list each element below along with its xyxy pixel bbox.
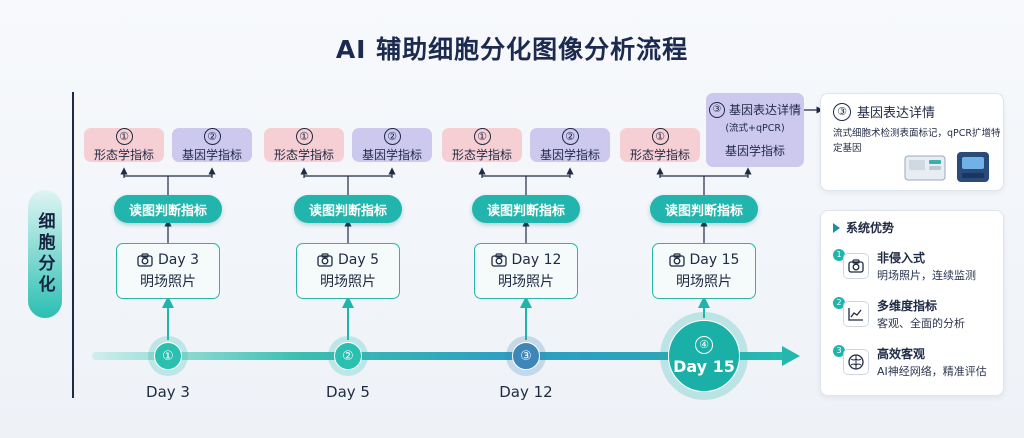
photo-card-3[interactable]: Day 12 明场照片 [474, 243, 578, 299]
timeline-node-2[interactable]: ② [328, 336, 368, 376]
day-label-2: Day 5 [326, 383, 370, 401]
gene-detail-panel: ③ 基因表达详情 流式细胞术检测表面标记，qPCR扩增特定基因 [820, 93, 1004, 191]
timeline-arrow-icon [782, 346, 800, 366]
photo-card-2[interactable]: Day 5 明场照片 [296, 243, 400, 299]
day-label-1: Day 3 [146, 383, 190, 401]
camera-icon [668, 252, 685, 267]
read-button-1[interactable]: 读图判断指标 [114, 195, 222, 223]
advantage-item-1: 1 非侵入式 明场照片，连续监测 [833, 249, 1001, 293]
gene-indicator-3: ② 基因学指标 [530, 127, 610, 162]
advantage-item-2: 2 多维度指标 客观、全面的分析 [833, 297, 1001, 341]
page-title: AI 辅助细胞分化图像分析流程 [335, 35, 689, 64]
side-label: 细胞分化 [28, 190, 62, 318]
morph-indicator-2: ① 形态学指标 [264, 127, 344, 162]
gene-detail-num: ③ [708, 101, 725, 118]
camera-icon [317, 252, 333, 267]
read-button-4[interactable]: 读图判断指标 [650, 195, 758, 223]
gene-indicator-1: ② 基因学指标 [172, 127, 252, 162]
advantages-header: 系统优势 [846, 221, 895, 235]
axis-line [72, 92, 74, 398]
gene-panel-title: 基因表达详情 [857, 106, 936, 121]
timeline-bar [92, 352, 786, 360]
gene-detail-title: 基因表达详情 [728, 103, 801, 117]
side-label-text: 细胞分化 [34, 212, 55, 296]
photo-card-4[interactable]: Day 15 明场照片 [652, 243, 756, 299]
camera-icon [843, 253, 869, 279]
timeline-node-3[interactable]: ③ [506, 336, 546, 376]
gene-panel-desc: 流式细胞术检测表面标记，qPCR扩增特定基因 [833, 128, 1001, 154]
gene-detail-chip: ③ 基因表达详情 (流式+qPCR) 基因学指标 [706, 93, 804, 167]
read-button-2[interactable]: 读图判断指标 [294, 195, 402, 223]
caret-right-icon [833, 222, 840, 233]
qpcr-machine-icon [957, 152, 989, 182]
advantages-panel: 系统优势 1 非侵入式 明场照片，连续监测 2 多维度指标 客观、全面的分析 3… [820, 210, 1004, 396]
gene-detail-sub: (流式+qPCR) [725, 123, 785, 134]
camera-icon [137, 252, 153, 267]
morph-indicator-1: ① 形态学指标 [84, 127, 164, 162]
brain-icon [843, 349, 869, 375]
timeline-node-1[interactable]: ① [148, 336, 188, 376]
read-button-3[interactable]: 读图判断指标 [472, 195, 580, 223]
timeline-node-4[interactable]: ④ Day 15 [660, 312, 748, 400]
gene-indicator-2: ② 基因学指标 [352, 127, 432, 162]
day-label-3: Day 12 [499, 383, 553, 401]
advantage-item-3: 3 高效客观 AI神经网络，精准评估 [833, 345, 1001, 389]
morph-indicator-3: ① 形态学指标 [442, 127, 522, 162]
chart-icon [843, 301, 869, 327]
camera-icon [490, 252, 507, 267]
photo-card-1[interactable]: Day 3 明场照片 [116, 243, 220, 299]
gene-panel-num: ③ [833, 102, 851, 121]
flow-cytometer-icon [904, 155, 946, 181]
morph-indicator-4: ① 形态学指标 [620, 127, 700, 162]
gene-detail-gene: 基因学指标 [724, 144, 785, 158]
